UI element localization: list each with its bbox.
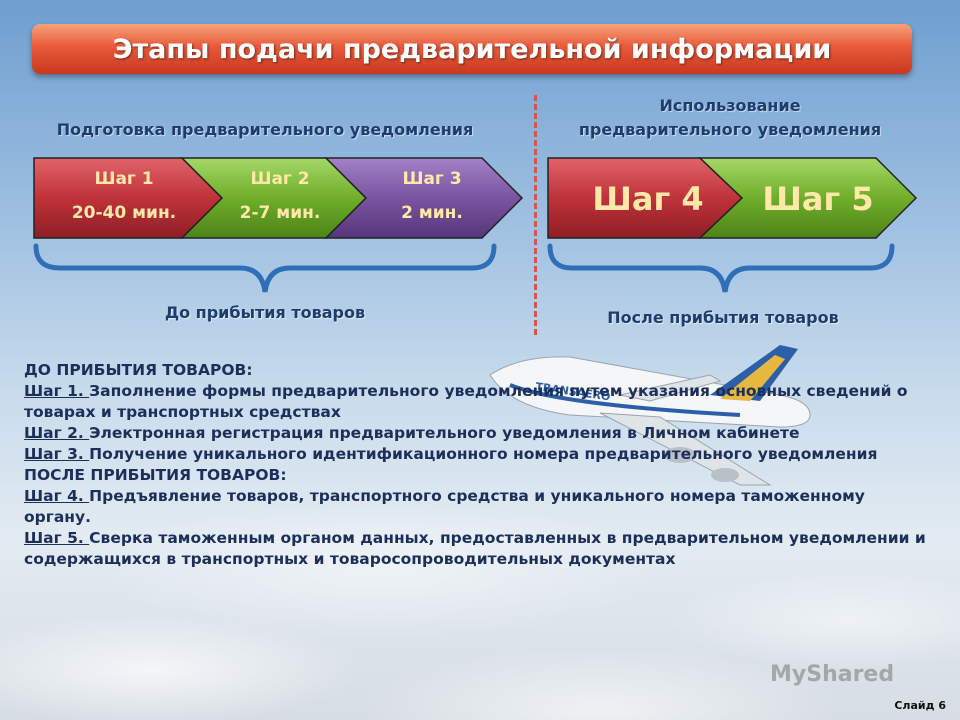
page-title: Этапы подачи предварительной информации <box>32 24 912 74</box>
step-1-description: Шаг 1. Заполнение формы предварительного… <box>24 382 908 421</box>
step-4-description: Шаг 4. Предъявление товаров, транспортно… <box>24 487 865 526</box>
step-1-arrow: Шаг 1 20-40 мин. <box>33 157 224 239</box>
left-brace <box>33 243 497 293</box>
step-arrows: Шаг 1 20-40 мин. Шаг 2 2-7 мин. Шаг 3 2 … <box>33 157 918 293</box>
step-3-name: Шаг 3 <box>402 169 461 189</box>
left-section-header: Подготовка предварительного уведомления <box>56 120 474 139</box>
step-4-arrow: Шаг 4 <box>547 157 744 239</box>
after-arrival-label: После прибытия товаров <box>607 308 839 327</box>
step-2-time: 2-7 мин. <box>240 203 321 223</box>
before-arrival-label: До прибытия товаров <box>164 303 366 322</box>
airplane-image: TRANSAERO <box>489 345 811 486</box>
step-2-arrow: Шаг 2 2-7 мин. <box>180 157 368 239</box>
watermark: MyShared <box>770 662 895 687</box>
step-2-description: Шаг 2. Электронная регистрация предварит… <box>24 424 800 442</box>
after-heading: ПОСЛЕ ПРИБЫТИЯ ТОВАРОВ: <box>24 466 287 484</box>
step-3-description: Шаг 3. Получение уникального идентификац… <box>24 445 878 463</box>
slide-number: Слайд 6 <box>894 699 946 712</box>
step-5-description: Шаг 5. Сверка таможенным органом данных,… <box>24 529 926 568</box>
steps-description: ДО ПРИБЫТИЯ ТОВАРОВ: Шаг 1. Заполнение ф… <box>24 360 934 570</box>
step-5-name: Шаг 5 <box>762 180 873 218</box>
step-1-time: 20-40 мин. <box>72 203 176 223</box>
section-divider <box>534 95 537 335</box>
right-header-line-2: предварительного уведомления <box>578 120 882 139</box>
right-brace <box>547 243 895 293</box>
right-header-line-1: Использование <box>659 96 801 115</box>
step-3-arrow: Шаг 3 2 мин. <box>324 157 524 239</box>
step-2-name: Шаг 2 <box>250 169 309 189</box>
step-5-arrow: Шаг 5 <box>698 157 918 239</box>
before-heading: ДО ПРИБЫТИЯ ТОВАРОВ: <box>24 361 253 379</box>
step-4-name: Шаг 4 <box>592 180 703 218</box>
step-1-name: Шаг 1 <box>94 169 153 189</box>
cloud-background <box>0 290 960 720</box>
right-section-header: Использование предварительного уведомлен… <box>545 94 915 142</box>
step-3-time: 2 мин. <box>401 203 463 223</box>
